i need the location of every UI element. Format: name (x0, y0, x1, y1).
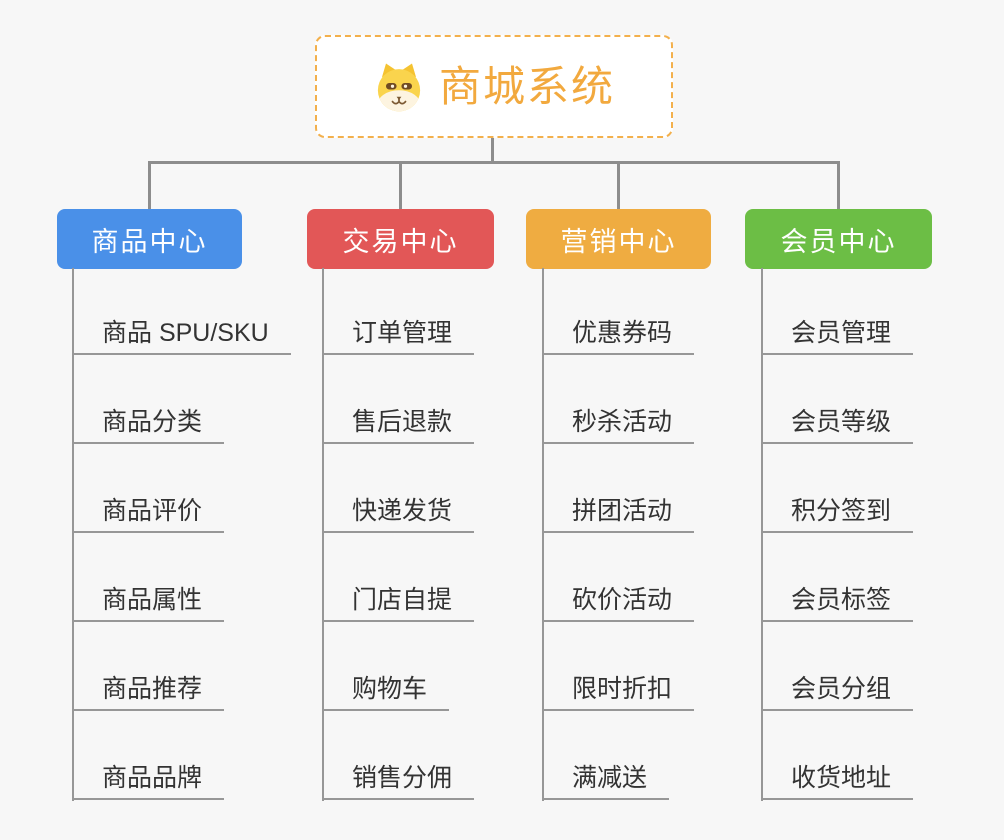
branch-spine-product-center (72, 268, 74, 801)
connector-drop-marketing-center (617, 161, 620, 210)
leaf-node[interactable]: 商品属性 (72, 588, 225, 622)
leaf-node[interactable]: 会员标签 (761, 588, 914, 622)
leaf-node[interactable]: 砍价活动 (542, 588, 695, 622)
branch-node-member-center[interactable]: 会员中心 (745, 209, 932, 269)
leaf-node[interactable]: 销售分佣 (322, 766, 475, 800)
root-node-label: 商城系统 (438, 62, 615, 110)
branch-spine-trade-center (322, 268, 324, 801)
leaf-node[interactable]: 会员等级 (761, 410, 914, 444)
leaf-node[interactable]: 门店自提 (322, 588, 475, 622)
connector-drop-trade-center (399, 161, 402, 210)
leaf-node[interactable]: 订单管理 (322, 321, 475, 355)
branch-node-product-center[interactable]: 商品中心 (57, 209, 242, 269)
leaf-node[interactable]: 会员管理 (761, 321, 914, 355)
leaf-node[interactable]: 限时折扣 (542, 677, 695, 711)
leaf-node[interactable]: 满减送 (542, 766, 670, 800)
dog-face-icon (373, 61, 425, 113)
connector-drop-member-center (837, 161, 840, 210)
leaf-node[interactable]: 商品推荐 (72, 677, 225, 711)
leaf-node[interactable]: 商品评价 (72, 499, 225, 533)
leaf-node[interactable]: 售后退款 (322, 410, 475, 444)
leaf-node[interactable]: 商品分类 (72, 410, 225, 444)
branch-spine-marketing-center (542, 268, 544, 801)
branch-node-marketing-center[interactable]: 营销中心 (526, 209, 711, 269)
leaf-node[interactable]: 收货地址 (761, 766, 914, 800)
leaf-node[interactable]: 商品 SPU/SKU (72, 321, 291, 355)
branch-spine-member-center (761, 268, 763, 801)
leaf-node[interactable]: 快递发货 (322, 499, 475, 533)
leaf-node[interactable]: 积分签到 (761, 499, 914, 533)
connector-drop-product-center (148, 161, 151, 210)
leaf-node[interactable]: 拼团活动 (542, 499, 695, 533)
leaf-node[interactable]: 购物车 (322, 677, 450, 711)
connector-root-drop (491, 137, 494, 164)
leaf-node[interactable]: 商品品牌 (72, 766, 225, 800)
leaf-node[interactable]: 优惠券码 (542, 321, 695, 355)
connector-horizontal-bus (149, 161, 840, 164)
leaf-node[interactable]: 会员分组 (761, 677, 914, 711)
leaf-node[interactable]: 秒杀活动 (542, 410, 695, 444)
root-node[interactable]: 商城系统 (315, 35, 673, 138)
branch-node-trade-center[interactable]: 交易中心 (307, 209, 494, 269)
